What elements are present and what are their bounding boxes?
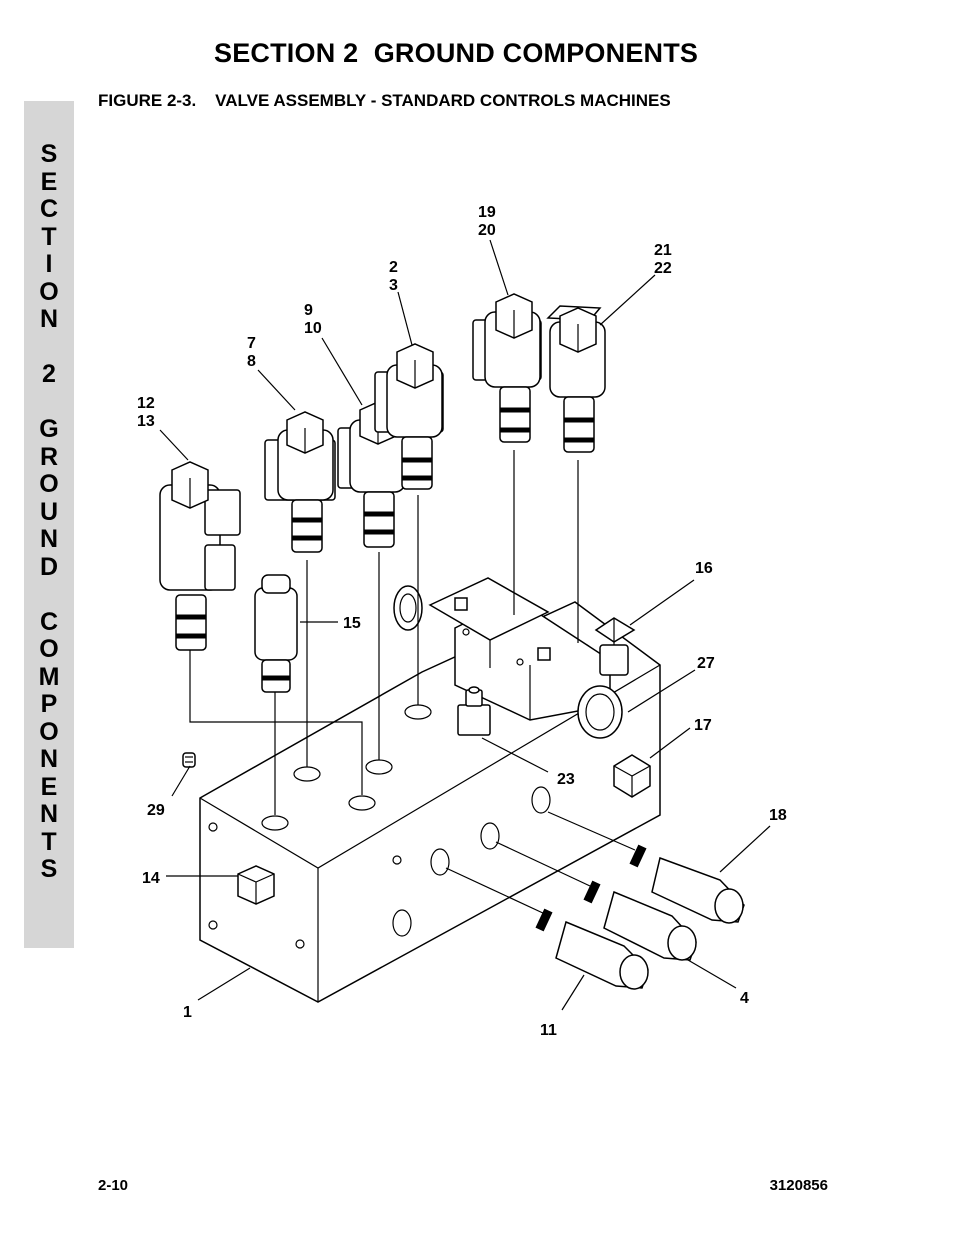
side-tab-letter: T — [41, 827, 57, 856]
side-tab-letter: M — [38, 662, 60, 691]
callout-18: 18 — [769, 807, 787, 824]
plug-14 — [237, 865, 275, 905]
plug-17 — [613, 754, 651, 798]
callout-27: 27 — [697, 655, 715, 672]
side-tab-letter: N — [39, 305, 59, 333]
side-tab-letter: U — [39, 497, 59, 526]
callout-21: 21 — [654, 242, 672, 259]
side-tab-letter: C — [39, 195, 59, 223]
callout-labels: 19 20 21 22 2 3 9 10 7 8 12 13 16 15 27 … — [137, 204, 787, 1039]
callout-12: 12 — [137, 395, 155, 412]
cartridge-valve-4 — [583, 880, 697, 961]
cartridge-valve-2-3 — [374, 343, 444, 490]
callout-14: 14 — [142, 870, 160, 887]
callout-9: 9 — [304, 302, 313, 319]
figure-title: FIGURE 2-3. VALVE ASSEMBLY - STANDARD CO… — [98, 91, 671, 110]
callout-29: 29 — [147, 802, 165, 819]
cartridge-valve-12-13 — [159, 461, 241, 651]
assembly-lines — [189, 450, 636, 915]
side-tab-letter: E — [40, 167, 58, 196]
cartridge-valve-11 — [535, 908, 649, 990]
side-tab-letter: P — [40, 690, 58, 718]
side-tab-letter: I — [45, 250, 53, 278]
side-tab-letter: O — [39, 635, 59, 663]
side-tab-letter: G — [39, 415, 59, 443]
side-tab-letter: N — [39, 525, 59, 553]
callout-19: 19 — [478, 204, 496, 221]
callout-2: 2 — [389, 259, 398, 276]
side-tab-letter: C — [39, 607, 59, 636]
document-number: 3120856 — [769, 1177, 828, 1194]
side-tab-letter: E — [40, 772, 58, 801]
directional-valve — [393, 577, 623, 739]
callout-10: 10 — [304, 320, 322, 337]
side-tab-letter: N — [39, 800, 59, 828]
leader-lines — [159, 239, 771, 1011]
callout-4: 4 — [740, 990, 749, 1007]
page-title: SECTION 2 GROUND COMPONENTS — [214, 38, 699, 68]
callout-16: 16 — [695, 560, 713, 577]
side-tab-letter: N — [39, 745, 59, 773]
callout-8: 8 — [247, 353, 256, 370]
side-tab-letter: O — [39, 277, 59, 306]
needle-valve-16 — [594, 617, 636, 676]
cartridge-valve-15 — [254, 574, 298, 693]
callout-17: 17 — [694, 717, 712, 734]
side-tab-letter: T — [41, 222, 57, 251]
plug-29 — [182, 752, 196, 768]
callout-7: 7 — [247, 335, 256, 352]
callout-3: 3 — [389, 277, 398, 294]
callout-1: 1 — [183, 1004, 192, 1021]
callout-22: 22 — [654, 260, 672, 277]
cartridge-valve-7-8 — [264, 411, 336, 553]
side-tab-letter: S — [40, 855, 58, 883]
callout-23: 23 — [557, 771, 575, 788]
callout-11: 11 — [540, 1022, 557, 1039]
cartridge-valve-18 — [629, 844, 745, 924]
callout-13: 13 — [137, 413, 155, 430]
side-tab-letter: D — [39, 552, 59, 581]
cartridge-valve-19-20 — [472, 293, 542, 443]
page-number: 2-10 — [98, 1177, 129, 1194]
side-tab-letter: O — [39, 470, 59, 498]
side-tab-letter: S — [40, 140, 58, 168]
callout-20: 20 — [478, 222, 496, 239]
cartridge-valve-21-22 — [546, 305, 606, 453]
valve-23 — [457, 686, 491, 736]
callout-15: 15 — [343, 615, 361, 632]
side-tab-letter: R — [39, 442, 59, 471]
side-tab-letter: 2 — [42, 360, 56, 388]
side-tab-letter: O — [39, 717, 59, 746]
